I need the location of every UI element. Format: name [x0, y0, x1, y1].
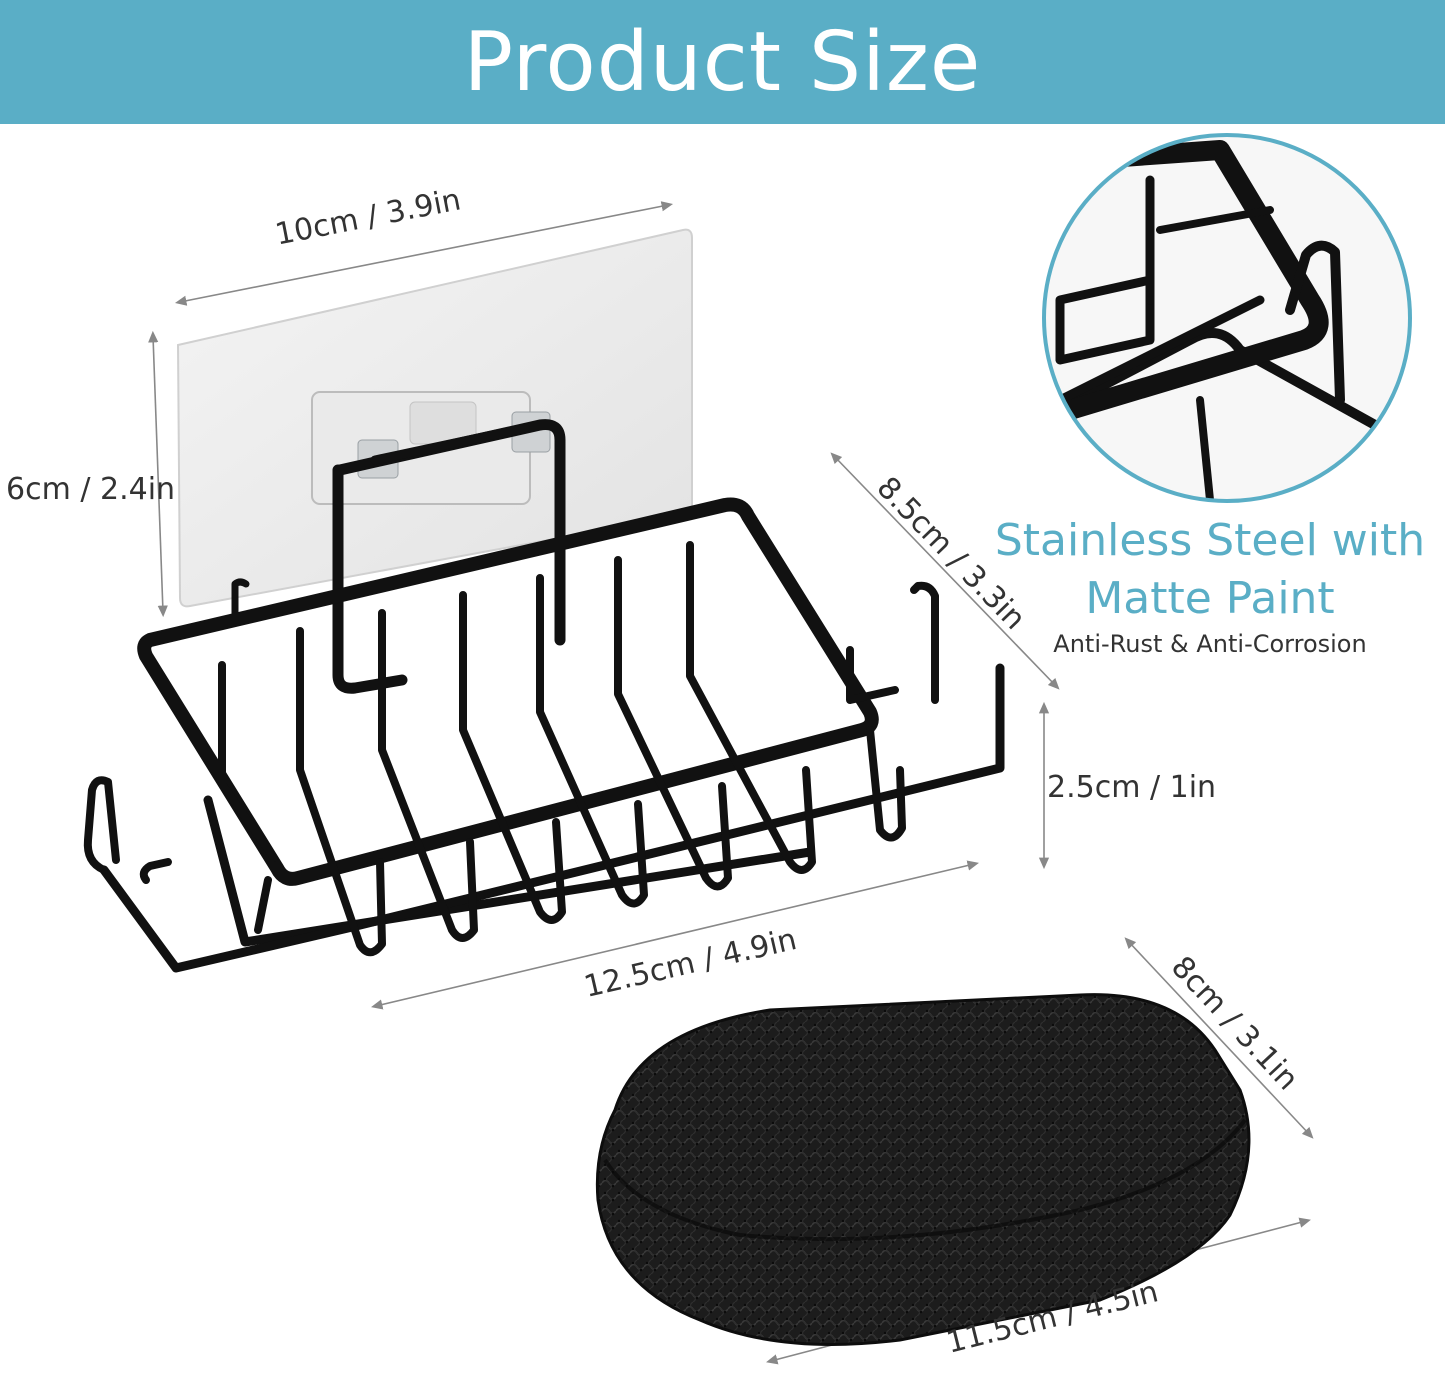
- zoom-detail-icon: [1042, 133, 1412, 503]
- pad-height-line: [148, 330, 168, 618]
- dish-depth-line: [830, 452, 1060, 690]
- sponge-depth-line: [1124, 937, 1314, 1139]
- feature-title-line2: Matte Paint: [1085, 573, 1335, 624]
- pad-height-label: 6cm / 2.4in: [6, 472, 176, 507]
- feature-block: Stainless Steel with Matte Paint Anti-Ru…: [990, 512, 1430, 658]
- title-banner: Product Size: [0, 0, 1445, 124]
- banner-title: Product Size: [463, 14, 982, 110]
- soap-dish-icon: [83, 419, 1005, 973]
- adhesive-pad-icon: [176, 228, 693, 608]
- feature-title-line1: Stainless Steel with: [994, 515, 1426, 566]
- pad-width-line: [174, 201, 674, 306]
- feature-subtitle: Anti-Rust & Anti-Corrosion: [1053, 630, 1367, 658]
- sponge-pad-icon: [595, 993, 1251, 1346]
- dish-height-label: 2.5cm / 1in: [1047, 770, 1217, 805]
- dish-width-line: [371, 860, 979, 1010]
